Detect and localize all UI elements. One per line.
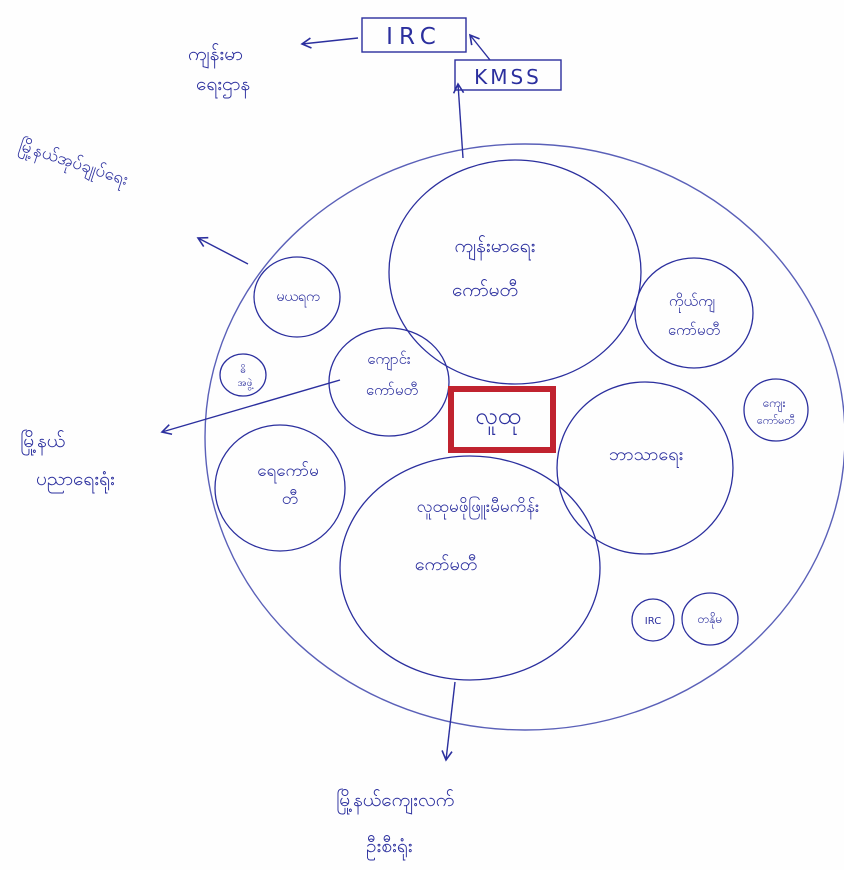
school-committee-circle [328,327,450,437]
village-elders-label-line2: ကော်မတီ [757,414,796,427]
center-community-box [448,386,556,453]
health-committee-label-line2: ကော်မတီ [452,278,518,301]
arrow-kmss-to-irc [468,33,491,61]
religious-committee-label: ဘာသာရေး [609,444,683,468]
health-dept-label-line1: ကျန်းမာ [188,42,243,69]
religious-committee-circle [556,381,734,555]
arrow-to-township-agriculture [441,681,456,762]
main-committee-label-line2: ကော်မတီ [415,554,478,575]
school-committee-label-line2: ကော်မတီ [366,381,418,399]
township-admin-label: မြို့နယ်အုပ်ချုပ်ရေး [16,134,132,193]
center-community-label: လူထု [475,402,521,435]
irc-small-label: IRC [645,616,661,627]
township-rural-label-line1: မြို့နယ်ကျေးလက် [336,787,454,815]
village-boundary-circle [204,143,844,731]
school-committee-label-line1: ကျောင်း [367,350,411,371]
arrow-to-village-relations [196,236,249,265]
village-elders-circle [743,378,809,442]
main-committee-circle [339,455,601,681]
kmss-box [454,59,562,91]
mother-group-label: မယရက [276,289,320,307]
health-committee-circle [388,159,642,385]
arrow-to-township-education [160,379,341,436]
water-committee-circle [214,424,346,552]
water-committee-label-line2: တီ [282,489,299,509]
arrow-irc-to-health [300,37,359,49]
youth-group-label-line2: အဖွဲ့ [238,376,255,391]
youth-group-label-line1: ဓိ [240,363,246,376]
local-small-label: တနိုမ [698,611,723,629]
health-dept-label-line2: ရေးဌာန [196,73,250,99]
local-small-circle [681,592,739,646]
irc-box [361,17,467,53]
mother-group-circle [253,256,341,338]
youth-group-circle [219,353,267,397]
social-committee-circle [634,257,754,369]
irc-box-label: IRC [386,24,442,50]
social-committee-label-line1: ကိုယ်ကျ [669,292,715,313]
township-education-label-line1: မြို့နယ် [20,428,65,456]
social-committee-label-line2: ကော်မတီ [668,321,720,339]
township-rural-label-line2: ဦးစီးရုံး [366,834,413,861]
health-committee-label-line1: ကျန်းမာရေး [455,234,536,261]
township-education-label-line2: ပညာရေးရုံး [36,468,115,494]
village-elders-label-line1: ကျေး [762,396,785,413]
water-committee-label-line1: ရေကော်မ [257,461,319,484]
kmss-box-label: KMSS [474,65,542,89]
main-committee-label-line1: လူထုမဖိုဖြူးမီမကိန်း [417,495,540,520]
arrow-health-committee-to-kmss [452,82,465,159]
irc-small-circle [631,598,675,642]
